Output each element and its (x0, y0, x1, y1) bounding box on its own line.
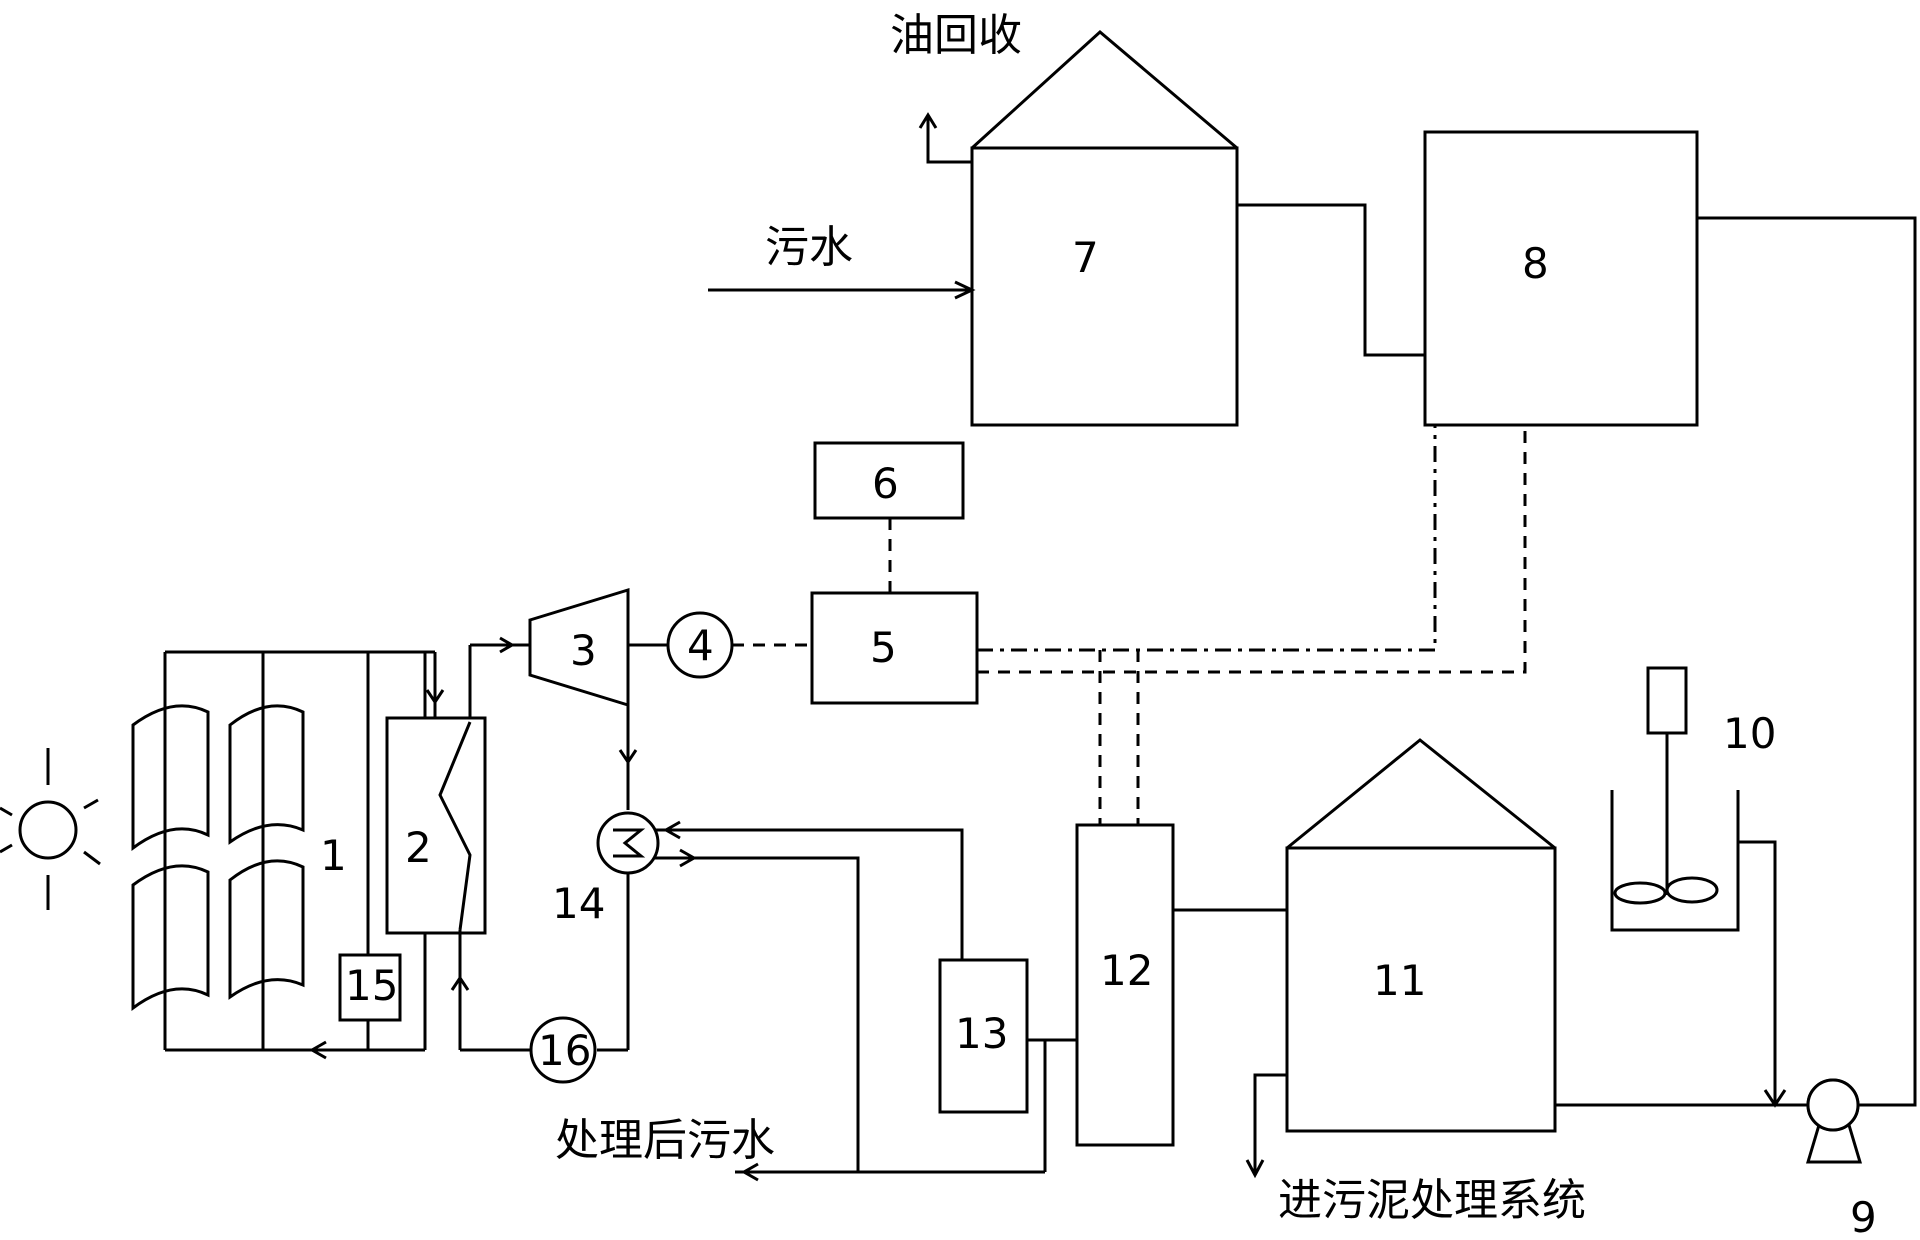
sludge-system-label: 进污泥处理系统 (1278, 1175, 1586, 1226)
unit-15-label: 15 (345, 961, 398, 1010)
unit-16-label: 16 (538, 1026, 591, 1075)
unit-15-box (338, 953, 402, 1022)
unit-8-tank (1423, 130, 1699, 427)
unit-10-mixer (1610, 666, 1740, 932)
unit-2-boiler (385, 716, 487, 935)
unit-2-label: 2 (405, 823, 432, 872)
unit-9-pump (1805, 1078, 1863, 1164)
unit-8-label: 8 (1522, 239, 1549, 288)
unit-10-label: 10 (1723, 709, 1776, 758)
sewage-inlet-label: 污水 (765, 222, 853, 273)
unit-7-label: 7 (1072, 233, 1099, 282)
unit-11-label: 11 (1373, 956, 1426, 1005)
treated-sewage-label: 处理后污水 (555, 1115, 775, 1166)
unit-14-condenser (596, 811, 660, 875)
unit-5-box (810, 591, 979, 705)
unit-6-label: 6 (872, 459, 899, 508)
unit-14-label: 14 (552, 879, 605, 928)
sun-icon (0, 748, 101, 910)
unit-9-label: 9 (1850, 1193, 1877, 1240)
unit-12-label: 12 (1100, 946, 1153, 995)
unit-5-label: 5 (870, 623, 897, 672)
oil-recovery-label: 油回收 (890, 10, 1022, 61)
unit-12-box (1075, 823, 1175, 1147)
unit-4-label: 4 (687, 621, 714, 670)
unit-7-tank (970, 146, 1239, 427)
unit-13-box (938, 958, 1029, 1114)
unit-16-pump (529, 1016, 597, 1084)
unit-1-label: 1 (320, 831, 347, 880)
unit-3-label: 3 (570, 626, 597, 675)
unit-11-tank (1285, 846, 1557, 1133)
unit-6-box (813, 441, 965, 520)
unit-13-label: 13 (955, 1009, 1008, 1058)
solar-collector-array (131, 650, 427, 1060)
